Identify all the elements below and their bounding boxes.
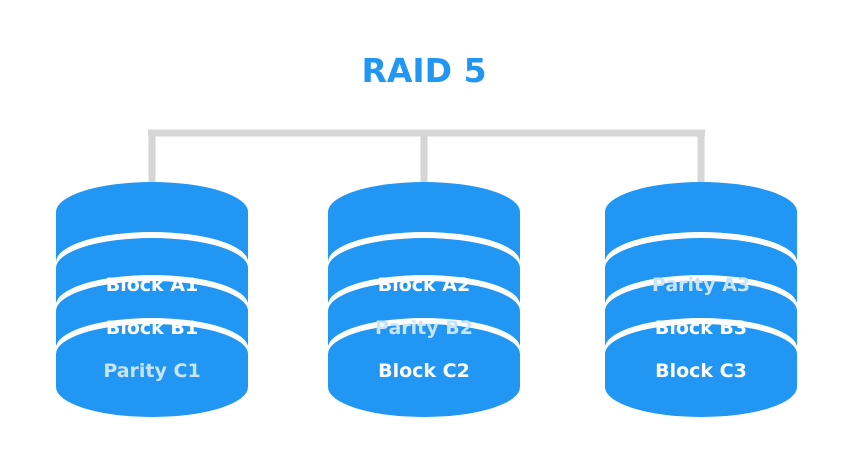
parity-label: Parity C1 xyxy=(103,360,200,382)
diagram-title: RAID 5 xyxy=(361,51,486,90)
block-label: Block B1 xyxy=(106,317,198,339)
disk-band-bottom xyxy=(328,357,520,417)
parity-label: Parity A3 xyxy=(652,274,750,296)
parity-label: Parity B2 xyxy=(375,317,473,339)
block-label: Block C3 xyxy=(655,360,747,382)
block-label: Block A2 xyxy=(378,274,471,296)
disk-stack: Block A2 Parity B2 Block C2 xyxy=(328,182,520,417)
disk-stack: Block A1 Block B1 Parity C1 xyxy=(56,182,248,417)
block-label: Block B3 xyxy=(655,317,747,339)
block-label: Block A1 xyxy=(106,274,199,296)
disk-band-bottom xyxy=(605,357,797,417)
block-label: Block C2 xyxy=(378,360,470,382)
disk-band-bottom xyxy=(56,357,248,417)
disk-stack: Parity A3 Block B3 Block C3 xyxy=(605,182,797,417)
disk-group: Block A1 Block B1 Parity C1 Block A2 Parity … xyxy=(56,182,797,417)
